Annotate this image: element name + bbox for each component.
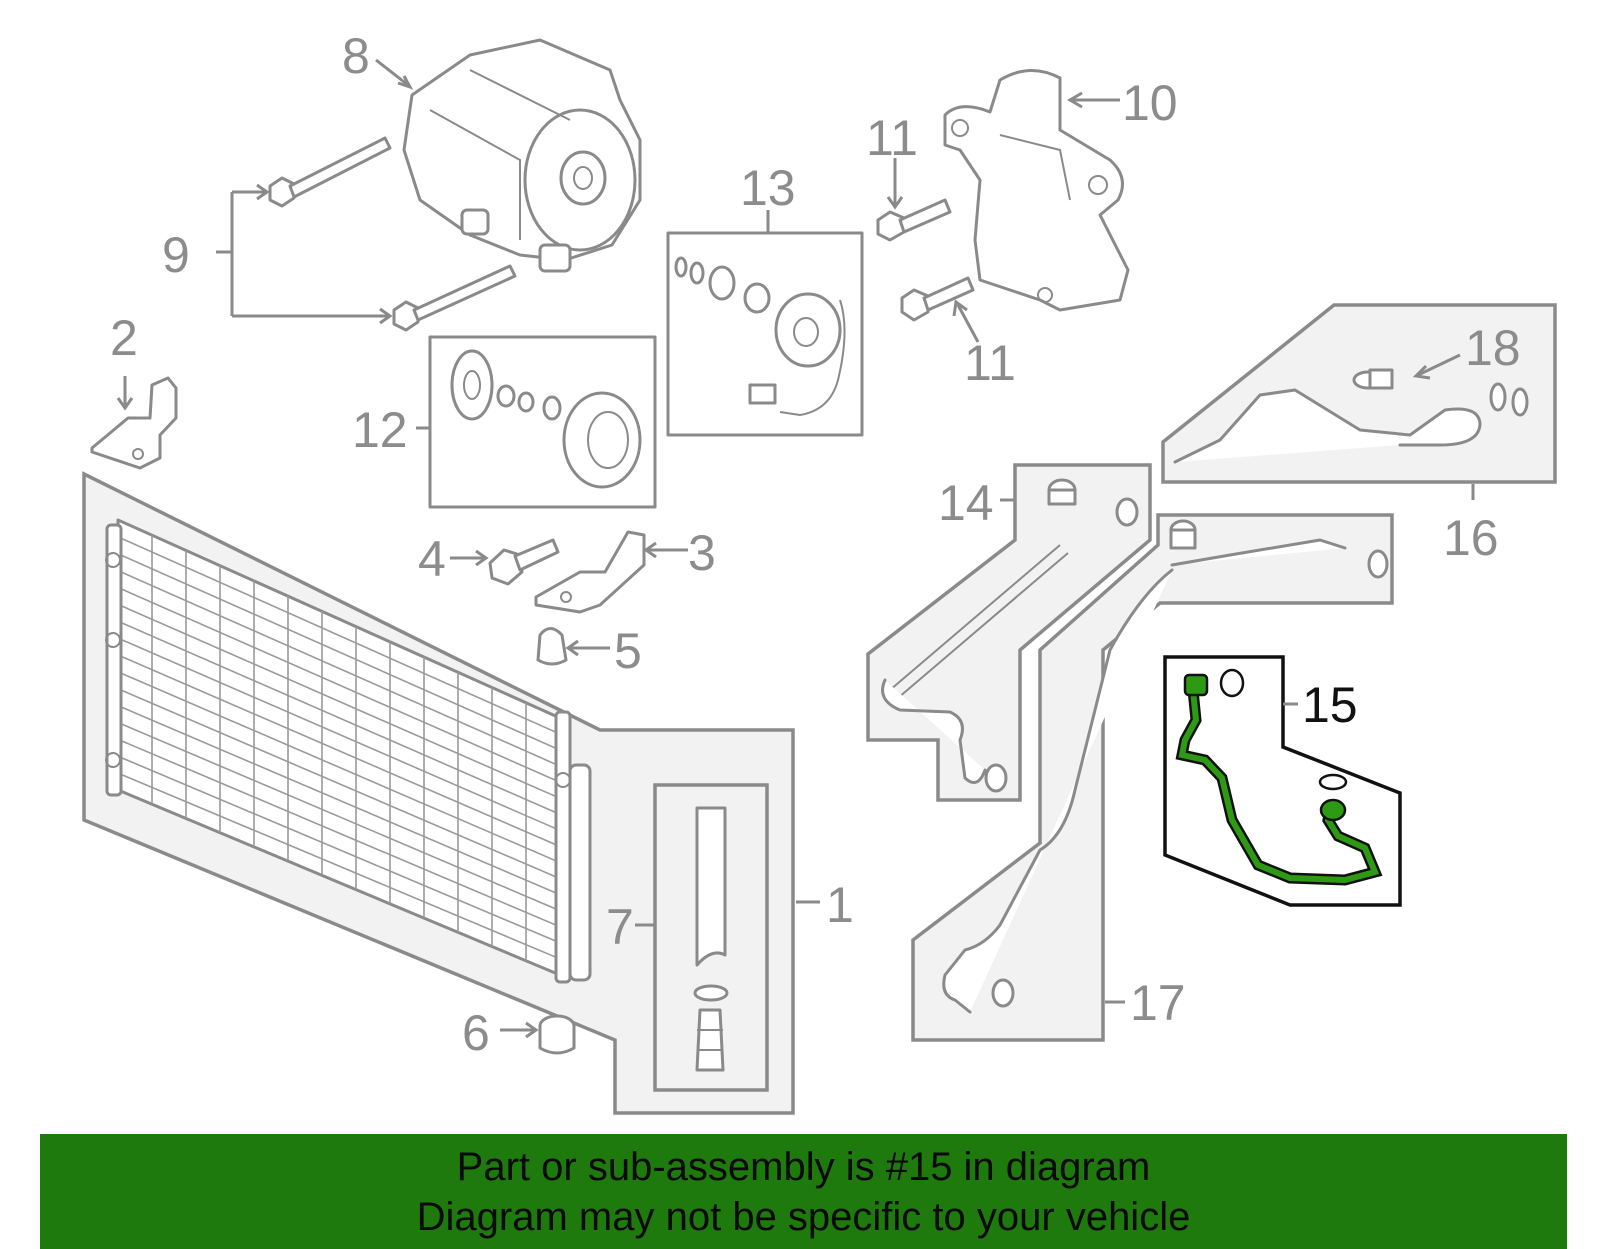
callout-5: 5	[614, 623, 642, 679]
dryer-element	[693, 806, 729, 1072]
callout-15: 15	[1302, 677, 1358, 733]
bracket-10	[943, 68, 1130, 312]
callout-16: 16	[1443, 510, 1499, 566]
clutch-parts	[450, 349, 642, 489]
bolt-11b	[900, 276, 975, 322]
condenser	[105, 518, 592, 984]
footer-banner: Part or sub-assembly is #15 in diagram D…	[40, 1134, 1567, 1249]
footer-line-2: Diagram may not be specific to your vehi…	[416, 1195, 1191, 1239]
callout-9: 9	[162, 227, 190, 283]
callout-1: 1	[826, 877, 854, 933]
pipe-14	[881, 478, 1139, 793]
bracket-2	[90, 376, 178, 470]
footer-line-1: Part or sub-assembly is #15 in diagram	[456, 1145, 1151, 1189]
callout-7: 7	[606, 899, 634, 955]
callout-11-top: 11	[866, 110, 918, 166]
callout-3: 3	[688, 525, 716, 581]
callout-17: 17	[1130, 975, 1186, 1031]
callout-12: 12	[352, 402, 408, 458]
callout-13: 13	[740, 160, 796, 216]
bolt-11a	[876, 198, 952, 242]
cushion-5	[536, 627, 568, 666]
panel-17	[911, 513, 1394, 1042]
callout-8: 8	[342, 28, 370, 84]
compressor-8	[402, 38, 642, 273]
callout-14: 14	[938, 475, 994, 531]
bolts-9	[268, 136, 517, 332]
hose-15	[1175, 668, 1383, 886]
bolt-4	[488, 538, 560, 586]
callout-2: 2	[110, 310, 138, 366]
callout-10: 10	[1122, 75, 1178, 131]
pipe-16	[1173, 368, 1529, 464]
leader-lines	[116, 58, 1475, 1039]
callout-11-bottom: 11	[964, 335, 1016, 391]
callout-6: 6	[462, 1005, 490, 1061]
cushion-6	[538, 1014, 576, 1055]
coil-parts	[674, 256, 846, 417]
callout-4: 4	[418, 531, 446, 587]
callout-18: 18	[1465, 320, 1521, 376]
pipe-17	[942, 519, 1389, 1014]
